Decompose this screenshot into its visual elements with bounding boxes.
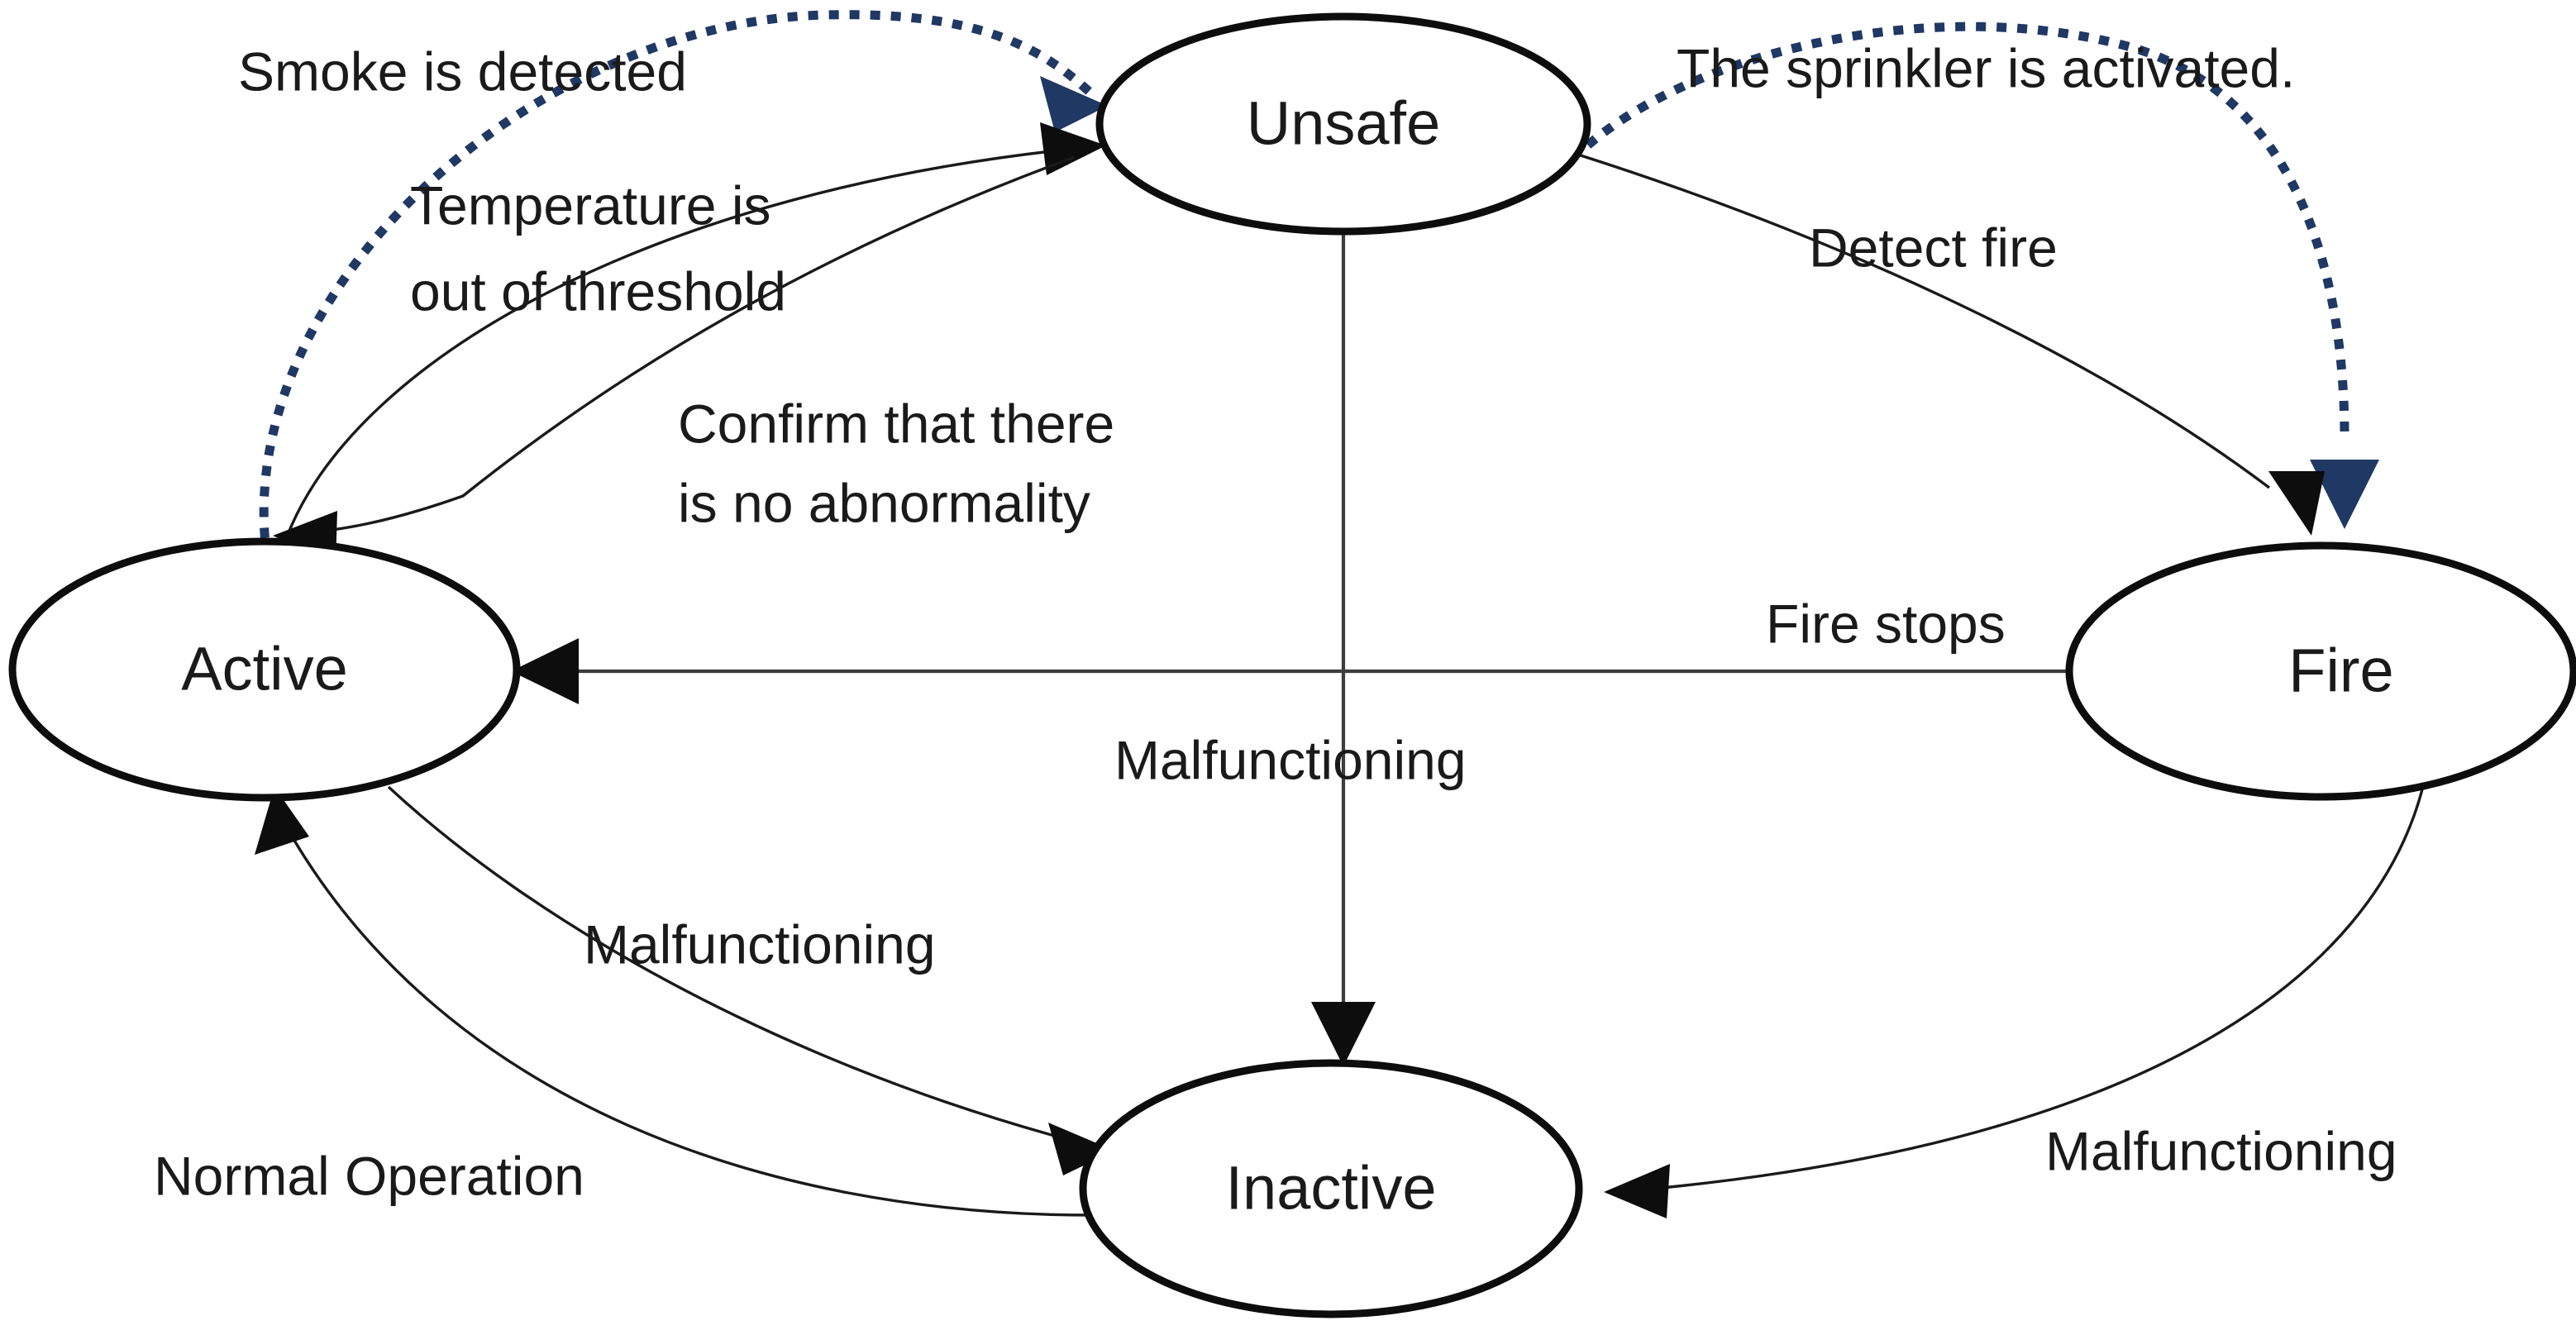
arrowhead-sprinkler-activated: [2310, 460, 2379, 529]
transition-inactive-to-active-normal-operation[interactable]: [255, 787, 1092, 1217]
edge-label-detect-fire: Detect fire: [1809, 217, 2058, 278]
edge-label-malfunctioning-center: Malfunctioning: [1114, 729, 1467, 790]
arrowhead-fire-stops: [511, 638, 579, 704]
edge-path-malfunctioning-left: [387, 785, 1067, 1141]
edge-path-sprinkler-activated: [1585, 21, 2349, 451]
edge-label-malfunctioning-right: Malfunctioning: [2045, 1120, 2397, 1181]
arrowhead-normal-operation: [255, 787, 309, 855]
edge-label-fire-stops: Fire stops: [1766, 593, 2006, 654]
edge-path-detect-fire: [1580, 154, 2271, 489]
state-label-unsafe: Unsafe: [1247, 89, 1440, 158]
edge-label-temperature-line2: out of threshold: [410, 260, 786, 322]
state-ellipse-inactive: [1079, 1059, 1583, 1318]
edge-path-malfunctioning-right: [1653, 789, 2424, 1190]
arrowhead-temperature-threshold: [1040, 122, 1106, 175]
state-node-fire[interactable]: Fire: [2065, 541, 2576, 801]
state-label-fire: Fire: [2288, 637, 2393, 705]
edge-label-confirm-line2: is no abnormality: [678, 472, 1090, 533]
arrowhead-malfunctioning-left: [1048, 1123, 1114, 1175]
state-ellipse-unsafe: [1095, 12, 1591, 236]
edge-label-malfunctioning-left: Malfunctioning: [584, 913, 936, 975]
transition-active-to-unsafe-smoke[interactable]: [259, 10, 1108, 538]
arrowhead-detect-fire: [2268, 471, 2325, 536]
transition-fire-to-inactive-malfunctioning[interactable]: [1604, 789, 2424, 1218]
state-label-active: Active: [181, 635, 348, 703]
arrowhead-smoke-detected: [1040, 76, 1108, 132]
transition-active-to-unsafe-temperature[interactable]: [284, 122, 1106, 540]
edge-path-normal-operation: [289, 834, 1092, 1217]
state-node-inactive[interactable]: Inactive: [1079, 1059, 1583, 1318]
state-node-active[interactable]: Active: [8, 537, 521, 802]
edge-label-smoke-detected: Smoke is detected: [238, 41, 687, 102]
edge-label-temperature-line1: Temperature is: [410, 174, 771, 236]
state-ellipse-active: [8, 537, 521, 802]
transition-unsafe-to-fire-detect[interactable]: [1580, 154, 2325, 536]
transition-unsafe-to-fire-sprinkler[interactable]: [1585, 21, 2379, 529]
edge-label-normal-operation: Normal Operation: [154, 1145, 584, 1206]
transition-unsafe-to-inactive-malfunctioning[interactable]: [1311, 233, 1376, 1066]
state-label-inactive: Inactive: [1225, 1154, 1436, 1223]
arrowhead-malfunctioning-right: [1604, 1164, 1670, 1218]
arrowhead-malfunctioning-center: [1311, 1002, 1376, 1066]
edge-path-temperature-threshold: [284, 145, 1090, 540]
transition-active-to-inactive-malfunctioning[interactable]: [387, 785, 1114, 1175]
transition-fire-to-active-fire-stops[interactable]: [511, 638, 2068, 704]
edge-path-confirm-no-abnormality: [293, 155, 1076, 536]
edge-label-sprinkler-activated: The sprinkler is activated.: [1677, 37, 2295, 98]
edge-label-confirm-line1: Confirm that there: [678, 393, 1114, 454]
state-ellipse-fire: [2065, 541, 2576, 801]
state-node-unsafe[interactable]: Unsafe: [1095, 12, 1591, 236]
